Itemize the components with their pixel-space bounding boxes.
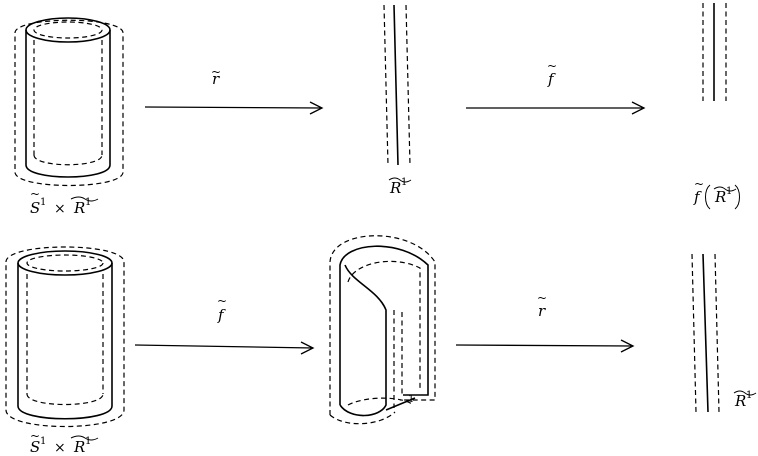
svg-text:f: f bbox=[217, 306, 226, 324]
svg-text:1: 1 bbox=[85, 436, 91, 447]
svg-text:~: ~ bbox=[211, 65, 221, 79]
svg-text:f: f bbox=[547, 70, 556, 88]
svg-text:1: 1 bbox=[726, 186, 732, 197]
cylinder-top-left bbox=[14, 17, 124, 187]
svg-text:1: 1 bbox=[408, 394, 414, 405]
svg-text:S: S bbox=[30, 199, 40, 217]
svg-text:R: R bbox=[714, 188, 726, 206]
svg-text:1: 1 bbox=[40, 436, 46, 447]
image-strip-top-right bbox=[702, 3, 727, 101]
real-line-strip-bottom-right bbox=[691, 253, 720, 413]
svg-text:R: R bbox=[389, 179, 401, 197]
label-f-of-r1: ~ f R 1 bbox=[693, 177, 740, 210]
svg-text:~: ~ bbox=[30, 187, 40, 201]
svg-text:~: ~ bbox=[547, 59, 557, 73]
cylinder-bottom-left bbox=[5, 246, 125, 428]
svg-text:1: 1 bbox=[40, 197, 46, 208]
svg-text:~: ~ bbox=[537, 291, 547, 305]
arrow-f-tilde-top: ~ f bbox=[466, 59, 646, 115]
arrow-f-tilde-bottom: ~ f bbox=[134, 294, 315, 355]
real-line-strip-top bbox=[383, 4, 411, 166]
svg-text:×: × bbox=[54, 201, 66, 217]
folded-cylinder: 1 bbox=[329, 235, 436, 425]
svg-text:S: S bbox=[30, 438, 40, 456]
arrow-r-tilde-top: ~ r bbox=[144, 65, 324, 115]
svg-text:~: ~ bbox=[217, 294, 227, 308]
label-r1-bottom-right: R 1 bbox=[733, 390, 757, 410]
label-r1-top-middle: R 1 bbox=[388, 177, 412, 197]
svg-text:r: r bbox=[538, 302, 546, 320]
svg-text:f: f bbox=[693, 188, 702, 206]
svg-text:~: ~ bbox=[694, 177, 704, 191]
arrow-r-tilde-bottom: ~ r bbox=[455, 291, 635, 353]
svg-text:R: R bbox=[73, 438, 85, 456]
svg-text:1: 1 bbox=[746, 390, 752, 401]
svg-text:r: r bbox=[212, 70, 220, 88]
svg-text:R: R bbox=[734, 392, 746, 410]
svg-text:1: 1 bbox=[85, 197, 91, 208]
svg-text:×: × bbox=[54, 440, 66, 456]
svg-text:~: ~ bbox=[30, 429, 40, 443]
svg-text:1: 1 bbox=[401, 177, 407, 188]
svg-text:R: R bbox=[73, 199, 85, 217]
label-s1-times-r1-top: ~ S 1 × R 1 bbox=[30, 187, 99, 217]
label-s1-times-r1-bottom: ~ S 1 × R 1 bbox=[30, 429, 99, 456]
